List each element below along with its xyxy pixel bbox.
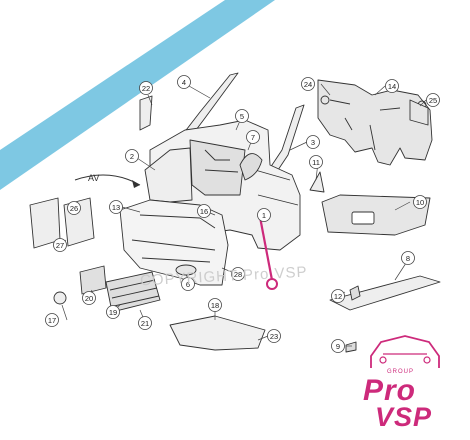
callout-5: 5 bbox=[235, 109, 249, 123]
svg-text:23: 23 bbox=[270, 332, 278, 341]
callout-1: 1 bbox=[257, 208, 271, 222]
svg-text:11: 11 bbox=[312, 158, 320, 167]
part-11-panel bbox=[309, 171, 325, 193]
logo-pro-text: Pro bbox=[363, 374, 417, 407]
direction-label: AV bbox=[88, 173, 99, 183]
part-19-grille bbox=[105, 271, 161, 313]
part-20-grille bbox=[79, 265, 107, 295]
callout-21: 21 bbox=[138, 316, 152, 330]
svg-text:19: 19 bbox=[109, 308, 117, 317]
svg-text:1: 1 bbox=[262, 211, 266, 220]
highlight-pointer bbox=[258, 216, 278, 290]
svg-text:17: 17 bbox=[48, 316, 56, 325]
callout-4: 4 bbox=[177, 75, 191, 89]
callout-26: 26 bbox=[67, 201, 81, 215]
part-17-washer bbox=[53, 291, 67, 305]
svg-text:25: 25 bbox=[429, 96, 437, 105]
callout-12: 12 bbox=[331, 289, 345, 303]
callout-17: 17 bbox=[45, 313, 59, 327]
callout-13: 13 bbox=[109, 200, 123, 214]
callout-7: 7 bbox=[246, 130, 260, 144]
svg-text:28: 28 bbox=[234, 270, 242, 279]
svg-text:3: 3 bbox=[311, 138, 315, 147]
callout-11: 11 bbox=[309, 155, 323, 169]
website-banner bbox=[0, 0, 275, 190]
svg-text:14: 14 bbox=[388, 82, 396, 91]
part-14-bulkhead bbox=[317, 79, 433, 166]
svg-text:27: 27 bbox=[56, 241, 64, 250]
callout-18: 18 bbox=[208, 298, 222, 312]
svg-text:6: 6 bbox=[186, 280, 190, 289]
callout-15: 15 bbox=[0, 0, 4, 2]
callout-28: 28 bbox=[231, 267, 245, 281]
logo-group-label: GROUP bbox=[387, 369, 415, 375]
svg-text:20: 20 bbox=[85, 294, 93, 303]
svg-text:16: 16 bbox=[200, 207, 208, 216]
callout-16: 16 bbox=[197, 204, 211, 218]
svg-text:22: 22 bbox=[142, 84, 150, 93]
callout-27: 27 bbox=[53, 238, 67, 252]
svg-text:4: 4 bbox=[182, 78, 186, 87]
callout-3: 3 bbox=[306, 135, 320, 149]
svg-text:24: 24 bbox=[304, 80, 312, 89]
callout-24: 24 bbox=[301, 77, 315, 91]
callout-23: 23 bbox=[267, 329, 281, 343]
callout-10: 10 bbox=[413, 195, 427, 209]
callout-22: 22 bbox=[139, 81, 153, 95]
svg-text:10: 10 bbox=[416, 198, 424, 207]
part-10-panel bbox=[321, 194, 431, 236]
callout-14: 14 bbox=[385, 79, 399, 93]
svg-text:12: 12 bbox=[334, 292, 342, 301]
part-8-bar bbox=[329, 275, 441, 311]
provsp-logo: GROUP Pro VSP bbox=[355, 330, 455, 432]
callout-9: 9 bbox=[331, 339, 345, 353]
svg-text:21: 21 bbox=[141, 319, 149, 328]
callout-8: 8 bbox=[401, 251, 415, 265]
part-25-boss bbox=[409, 99, 429, 126]
part-22-bracket bbox=[139, 95, 153, 131]
car-outline-icon bbox=[370, 335, 440, 368]
svg-text:26: 26 bbox=[70, 204, 78, 213]
front-bumper bbox=[119, 199, 229, 286]
callout-6: 6 bbox=[181, 277, 195, 291]
svg-text:5: 5 bbox=[240, 112, 244, 121]
callout-25: 25 bbox=[426, 93, 440, 107]
svg-text:13: 13 bbox=[112, 203, 120, 212]
part-23-undertray bbox=[169, 315, 266, 351]
svg-text:2: 2 bbox=[130, 152, 134, 161]
part-9-screw bbox=[345, 341, 357, 353]
svg-text:8: 8 bbox=[406, 254, 410, 263]
callout-2: 2 bbox=[125, 149, 139, 163]
svg-text:18: 18 bbox=[211, 301, 219, 310]
logo-vsp-text: VSP bbox=[375, 402, 433, 432]
part-12-clip bbox=[349, 285, 361, 301]
callout-20: 20 bbox=[82, 291, 96, 305]
callout-19: 19 bbox=[106, 305, 120, 319]
svg-text:9: 9 bbox=[336, 342, 340, 351]
direction-indicator: AV bbox=[74, 173, 141, 188]
svg-text:7: 7 bbox=[251, 133, 255, 142]
